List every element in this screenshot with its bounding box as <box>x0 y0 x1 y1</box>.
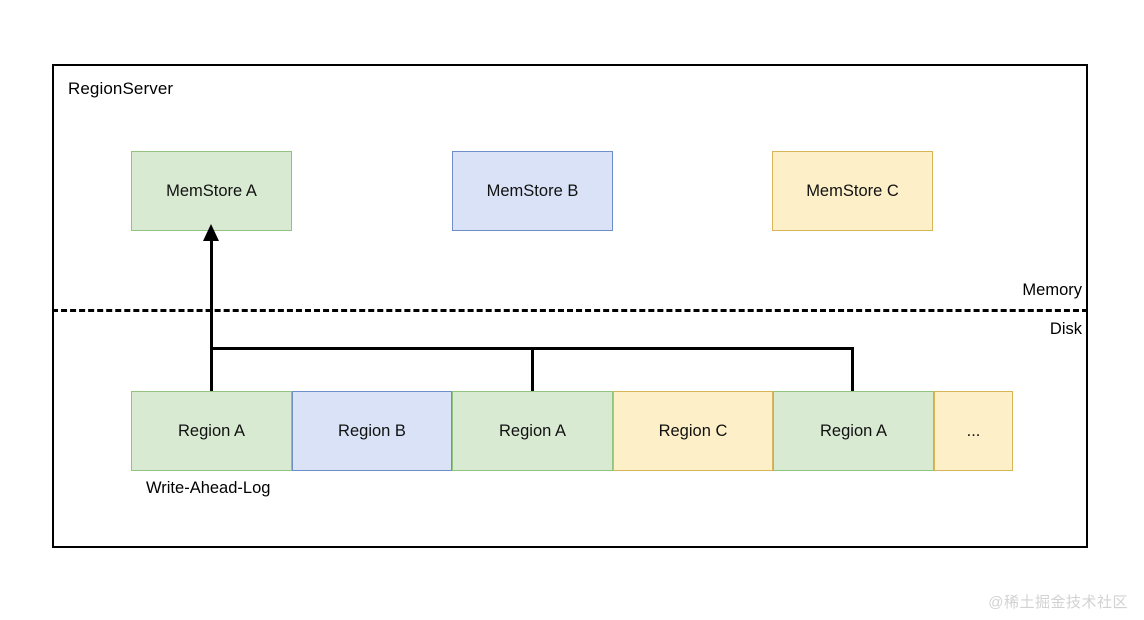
region-server-title: RegionServer <box>68 79 174 98</box>
memstore-c-box: MemStore C <box>772 151 933 231</box>
arrowhead-icon <box>203 224 219 241</box>
watermark: @稀土掘金技术社区 <box>988 594 1128 611</box>
wal-cell: Region A <box>452 391 613 471</box>
memstore-a-box: MemStore A <box>131 151 292 231</box>
memstore-b-box: MemStore B <box>452 151 613 231</box>
wal-cell: Region A <box>773 391 934 471</box>
wal-cell: Region B <box>292 391 452 471</box>
wal-cell: Region C <box>613 391 773 471</box>
region-server-container <box>52 64 1088 548</box>
memory-label: Memory <box>1022 281 1082 299</box>
wal-cell: Region A <box>131 391 292 471</box>
connector-drop-right <box>851 347 854 391</box>
wal-cell: ... <box>934 391 1013 471</box>
connector-wal-to-memstore-a <box>210 238 213 391</box>
memory-disk-separator <box>52 309 1088 312</box>
connector-drop-middle <box>531 347 534 391</box>
disk-label: Disk <box>1049 320 1082 338</box>
write-ahead-log-caption: Write-Ahead-Log <box>146 479 271 497</box>
